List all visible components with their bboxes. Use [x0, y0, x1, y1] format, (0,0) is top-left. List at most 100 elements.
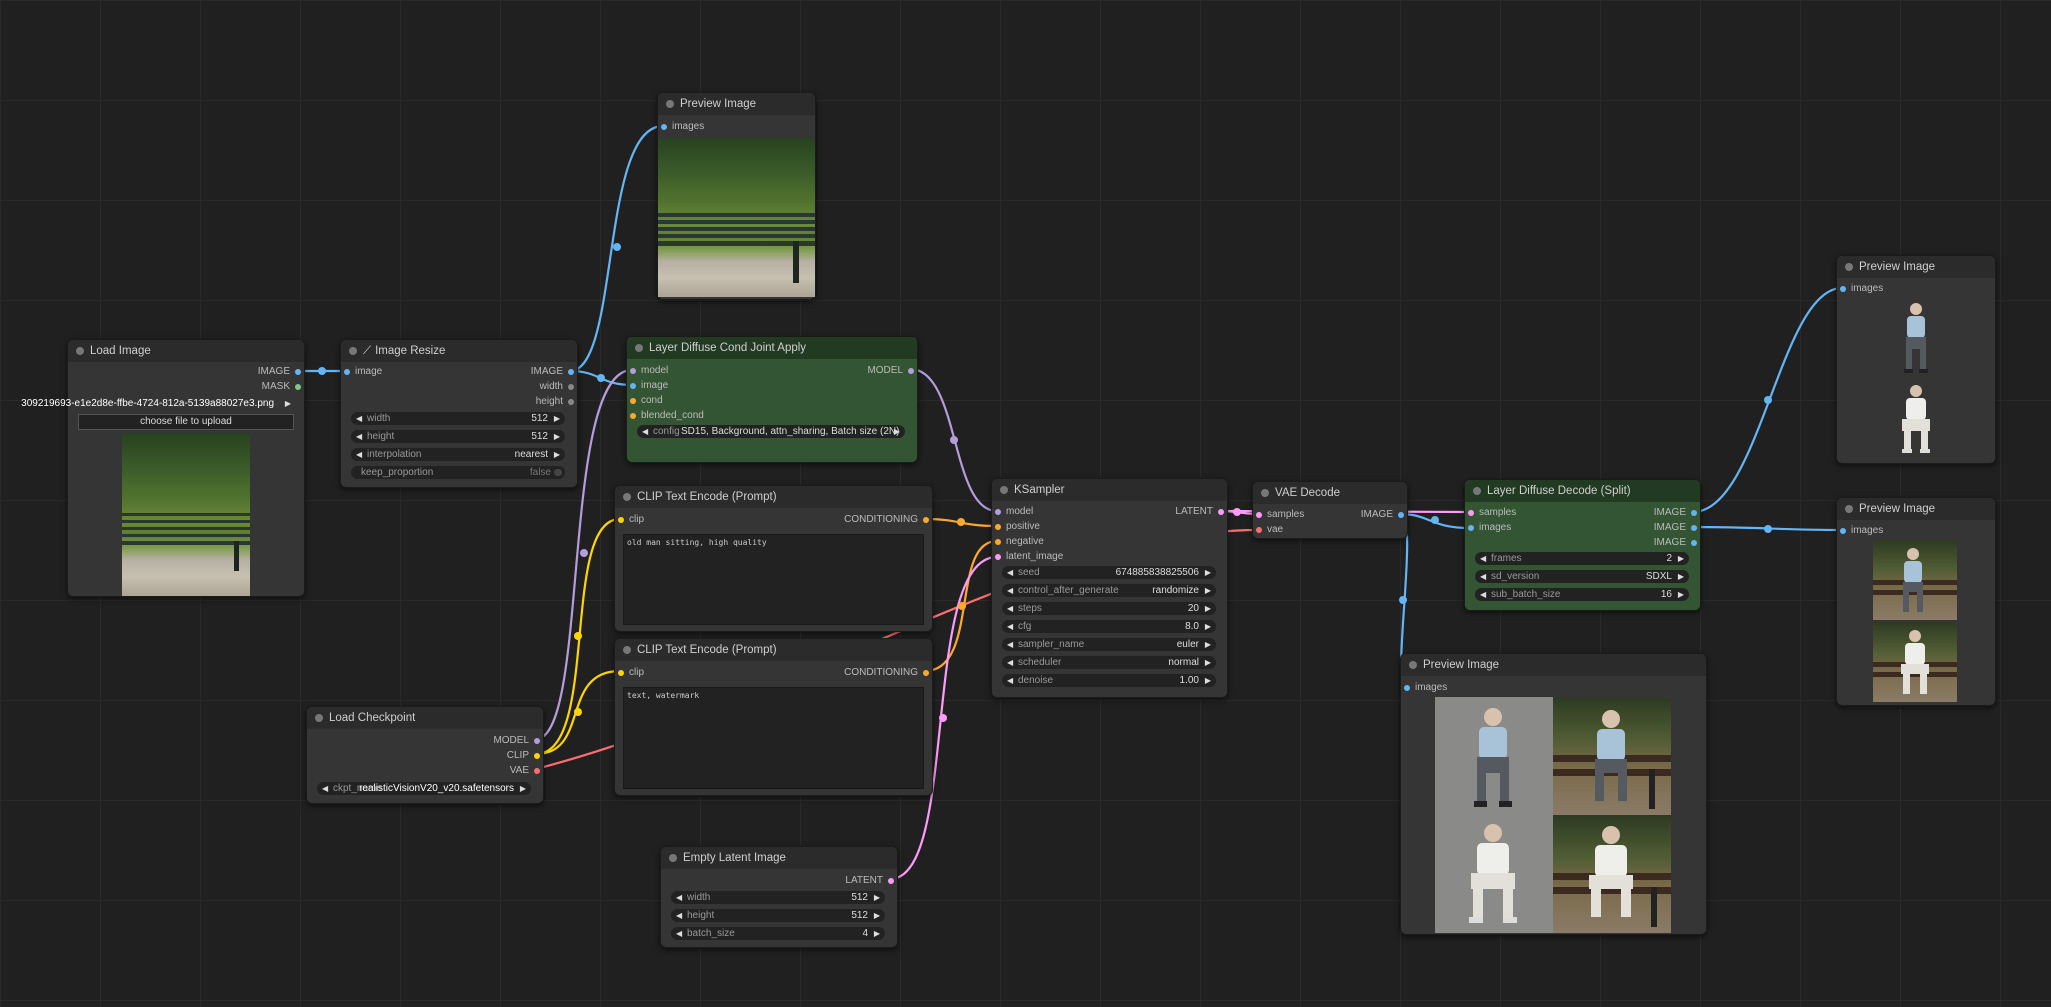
increment-arrow[interactable]: ▶ [1677, 554, 1684, 563]
collapse-dot[interactable] [1845, 505, 1853, 513]
decrement-arrow[interactable]: ◀ [356, 432, 363, 441]
output-pin-image[interactable] [568, 369, 574, 375]
collapse-dot[interactable] [666, 100, 674, 108]
increment-arrow[interactable]: ▶ [1204, 568, 1211, 577]
node-clip-text-encode-negative[interactable]: CLIP Text Encode (Prompt) clip CONDITION… [614, 638, 933, 796]
combo-next-arrow[interactable]: ▶ [284, 399, 291, 408]
node-title[interactable]: VAE Decode [1253, 482, 1407, 504]
increment-arrow[interactable]: ▶ [1204, 622, 1211, 631]
output-pin-conditioning[interactable] [923, 670, 929, 676]
input-pin-model[interactable] [995, 509, 1001, 515]
node-title[interactable]: CLIP Text Encode (Prompt) [615, 639, 932, 661]
node-title[interactable]: Preview Image [1837, 256, 1995, 278]
input-pin-samples[interactable] [1256, 512, 1262, 518]
output-pin-model[interactable] [908, 368, 914, 374]
output-pin-height[interactable] [568, 399, 574, 405]
collapse-dot[interactable] [1000, 486, 1008, 494]
input-pin-negative[interactable] [995, 539, 1001, 545]
output-pin-width[interactable] [568, 384, 574, 390]
input-pin-images[interactable] [1840, 286, 1846, 292]
prev-arrow[interactable]: ◀ [356, 450, 363, 459]
node-vae-decode[interactable]: VAE Decode samples vae IMAGE [1252, 481, 1408, 539]
input-pin-positive[interactable] [995, 524, 1001, 530]
input-pin-image[interactable] [630, 383, 636, 389]
next-arrow[interactable]: ▶ [1204, 640, 1211, 649]
decrement-arrow[interactable]: ◀ [676, 911, 683, 920]
increment-arrow[interactable]: ▶ [873, 911, 880, 920]
image-filename-combo[interactable]: 309219693-e1e2d8e-ffbe-4724-812a-5139a88… [21, 398, 291, 409]
input-pin-images[interactable] [1404, 685, 1410, 691]
collapse-dot[interactable] [349, 347, 357, 355]
input-pin-image[interactable] [344, 369, 350, 375]
increment-arrow[interactable]: ▶ [553, 432, 560, 441]
node-title[interactable]: CLIP Text Encode (Prompt) [615, 486, 932, 508]
input-pin-samples[interactable] [1468, 510, 1474, 516]
next-arrow[interactable]: ▶ [1677, 572, 1684, 581]
next-arrow[interactable]: ▶ [1204, 658, 1211, 667]
input-pin-vae[interactable] [1256, 527, 1262, 533]
collapse-dot[interactable] [1473, 487, 1481, 495]
input-pin-images[interactable] [661, 124, 667, 130]
prev-arrow[interactable]: ◀ [322, 784, 329, 793]
input-pin-model[interactable] [630, 368, 636, 374]
output-pin-latent[interactable] [1218, 509, 1224, 515]
prev-arrow[interactable]: ◀ [642, 427, 649, 436]
node-title[interactable]: Layer Diffuse Decode (Split) [1465, 480, 1700, 502]
decrement-arrow[interactable]: ◀ [1007, 676, 1014, 685]
input-pin-cond[interactable] [630, 398, 636, 404]
node-title[interactable]: Preview Image [1401, 654, 1706, 676]
node-title[interactable]: Layer Diffuse Cond Joint Apply [627, 337, 917, 359]
input-pin-images[interactable] [1468, 525, 1474, 531]
output-pin-image-3[interactable] [1691, 540, 1697, 546]
decrement-arrow[interactable]: ◀ [1007, 622, 1014, 631]
node-title[interactable]: ⟋Image Resize [341, 340, 577, 362]
node-title[interactable]: Load Checkpoint [307, 707, 543, 729]
node-clip-text-encode-positive[interactable]: CLIP Text Encode (Prompt) clip CONDITION… [614, 485, 933, 632]
node-title[interactable]: Preview Image [1837, 498, 1995, 520]
node-title[interactable]: Preview Image [658, 93, 815, 115]
node-load-image[interactable]: Load Image IMAGE MASK 309219693-e1e2d8e-… [21, 339, 305, 597]
next-arrow[interactable]: ▶ [893, 427, 900, 436]
node-title[interactable]: KSampler [992, 479, 1227, 501]
prev-arrow[interactable]: ◀ [1007, 640, 1014, 649]
node-load-checkpoint[interactable]: Load Checkpoint MODEL CLIP VAE ◀ckpt_nam… [306, 706, 544, 804]
collapse-dot[interactable] [1409, 661, 1417, 669]
output-pin-image[interactable] [295, 369, 301, 375]
output-pin-conditioning[interactable] [923, 517, 929, 523]
decrement-arrow[interactable]: ◀ [1480, 554, 1487, 563]
decrement-arrow[interactable]: ◀ [356, 414, 363, 423]
node-preview-image-top[interactable]: Preview Image images [657, 92, 816, 300]
output-pin-latent[interactable] [888, 878, 894, 884]
increment-arrow[interactable]: ▶ [873, 929, 880, 938]
node-title[interactable]: Load Image [68, 340, 304, 362]
node-ksampler[interactable]: KSampler model positive negative latent_… [991, 478, 1228, 698]
collapse-dot[interactable] [1261, 489, 1269, 497]
decrement-arrow[interactable]: ◀ [1007, 568, 1014, 577]
prompt-textarea[interactable]: old man sitting, high quality [623, 534, 924, 625]
node-layer-diffuse-cond-joint-apply[interactable]: Layer Diffuse Cond Joint Apply model ima… [626, 336, 918, 463]
input-pin-blended-cond[interactable] [630, 413, 636, 419]
increment-arrow[interactable]: ▶ [553, 414, 560, 423]
decrement-arrow[interactable]: ◀ [676, 893, 683, 902]
next-arrow[interactable]: ▶ [553, 450, 560, 459]
collapse-dot[interactable] [669, 854, 677, 862]
toggle-switch[interactable] [554, 469, 562, 476]
output-pin-model[interactable] [534, 738, 540, 744]
output-pin-clip[interactable] [534, 753, 540, 759]
increment-arrow[interactable]: ▶ [1204, 604, 1211, 613]
